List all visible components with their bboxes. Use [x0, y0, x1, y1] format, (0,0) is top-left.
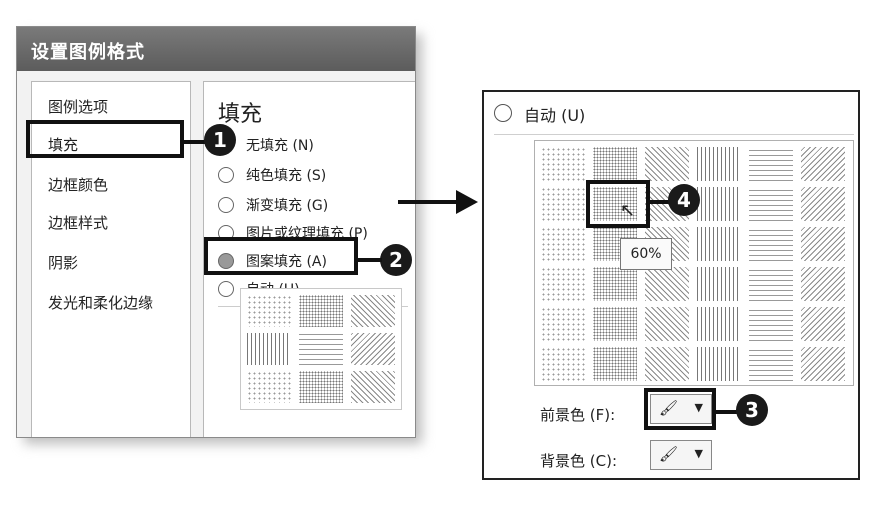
callout-line-1: [184, 140, 206, 144]
nav-item-legend-options[interactable]: 图例选项: [48, 98, 109, 116]
pattern-tooltip: 60%: [620, 238, 672, 270]
pattern-swatch[interactable]: [593, 347, 637, 381]
pattern-swatch[interactable]: [749, 187, 793, 221]
pattern-swatch[interactable]: [541, 307, 585, 341]
highlight-foreground-color: [644, 388, 716, 430]
pattern-swatch[interactable]: [801, 307, 845, 341]
nav-item-glow-soft-edges[interactable]: 发光和柔化边缘: [48, 294, 154, 312]
pattern-swatch[interactable]: [749, 267, 793, 301]
chevron-down-icon: ▼: [694, 401, 703, 414]
foreground-color-label: 前景色 (F):: [540, 406, 616, 424]
highlight-fill-nav: [26, 120, 184, 158]
chevron-down-icon: ▼: [694, 447, 703, 460]
arrow-right-icon: [456, 190, 478, 214]
pattern-swatch[interactable]: [299, 371, 343, 403]
background-color-label: 背景色 (C):: [540, 452, 617, 470]
pattern-swatch[interactable]: [593, 307, 637, 341]
background-color-button[interactable]: 🖌 ▼: [650, 440, 712, 470]
pattern-swatch[interactable]: [749, 307, 793, 341]
automatic-label: 自动 (U): [524, 106, 586, 125]
pattern-swatch[interactable]: [801, 187, 845, 221]
fill-heading: 填充: [218, 102, 263, 127]
pattern-swatch[interactable]: [645, 147, 689, 181]
pattern-swatch[interactable]: [697, 147, 741, 181]
pattern-swatch[interactable]: [541, 187, 585, 221]
foreground-color-button[interactable]: 🖌 ▼: [650, 394, 712, 424]
pattern-swatch[interactable]: [593, 147, 637, 181]
pattern-grid: [534, 140, 854, 386]
pattern-swatch[interactable]: [351, 295, 395, 327]
pattern-swatch[interactable]: [697, 307, 741, 341]
paint-bucket-icon: 🖌: [659, 445, 679, 463]
pattern-swatch[interactable]: [697, 267, 741, 301]
pattern-swatch[interactable]: [593, 187, 637, 221]
pattern-swatch[interactable]: [541, 267, 585, 301]
pattern-grid-small: [240, 288, 402, 410]
pattern-swatch[interactable]: [645, 347, 689, 381]
pattern-swatch[interactable]: [247, 295, 291, 327]
pattern-swatch[interactable]: [541, 347, 585, 381]
callout-1: 1: [204, 124, 236, 156]
callout-line-3: [716, 410, 738, 414]
callout-line-2: [358, 258, 382, 262]
dialog-title: 设置图例格式: [31, 42, 145, 63]
pattern-swatch[interactable]: [697, 347, 741, 381]
pattern-swatch[interactable]: [801, 347, 845, 381]
callout-line-4: [650, 200, 670, 204]
dialog-nav: 图例选项 填充 边框颜色 边框样式 阴影 发光和柔化边缘: [31, 81, 191, 437]
divider: [494, 134, 854, 135]
pattern-swatch[interactable]: [801, 227, 845, 261]
pattern-swatch[interactable]: [749, 147, 793, 181]
pattern-swatch[interactable]: [593, 267, 637, 301]
dialog-titlebar: 设置图例格式: [17, 27, 415, 71]
nav-item-fill[interactable]: 填充: [48, 136, 79, 154]
nav-item-shadow[interactable]: 阴影: [48, 254, 79, 272]
nav-item-border-color[interactable]: 边框颜色: [48, 176, 109, 194]
pattern-swatch[interactable]: [749, 227, 793, 261]
pattern-swatch[interactable]: [801, 147, 845, 181]
radio-automatic-zoom[interactable]: [494, 104, 512, 122]
pattern-swatch[interactable]: [351, 371, 395, 403]
pattern-swatch[interactable]: [247, 333, 291, 365]
pattern-swatch[interactable]: [801, 267, 845, 301]
pattern-swatch[interactable]: [541, 227, 585, 261]
callout-2: 2: [380, 244, 412, 276]
highlight-pattern-fill: [204, 237, 358, 275]
pattern-swatch[interactable]: [299, 295, 343, 327]
callout-3: 3: [736, 394, 768, 426]
pattern-swatch[interactable]: [299, 333, 343, 365]
pattern-swatch[interactable]: [749, 347, 793, 381]
callout-4: 4: [668, 184, 700, 216]
pattern-swatch[interactable]: [697, 187, 741, 221]
pattern-swatch[interactable]: [351, 333, 395, 365]
pattern-zoom-panel: 自动 (U) ↖ 60% 前景色 (F): 🖌 ▼ 3 背景色 (C): 🖌 ▼…: [482, 90, 860, 480]
pattern-swatch[interactable]: [247, 371, 291, 403]
pattern-swatch[interactable]: [645, 307, 689, 341]
nav-item-border-style[interactable]: 边框样式: [48, 214, 109, 232]
selected-pattern-highlight: [586, 180, 650, 228]
pattern-swatch[interactable]: [541, 147, 585, 181]
arrow-line: [398, 200, 458, 204]
paint-bucket-icon: 🖌: [659, 399, 679, 417]
mouse-cursor-icon: ↖: [620, 200, 636, 221]
pattern-swatch[interactable]: [645, 267, 689, 301]
pattern-swatch[interactable]: [697, 227, 741, 261]
